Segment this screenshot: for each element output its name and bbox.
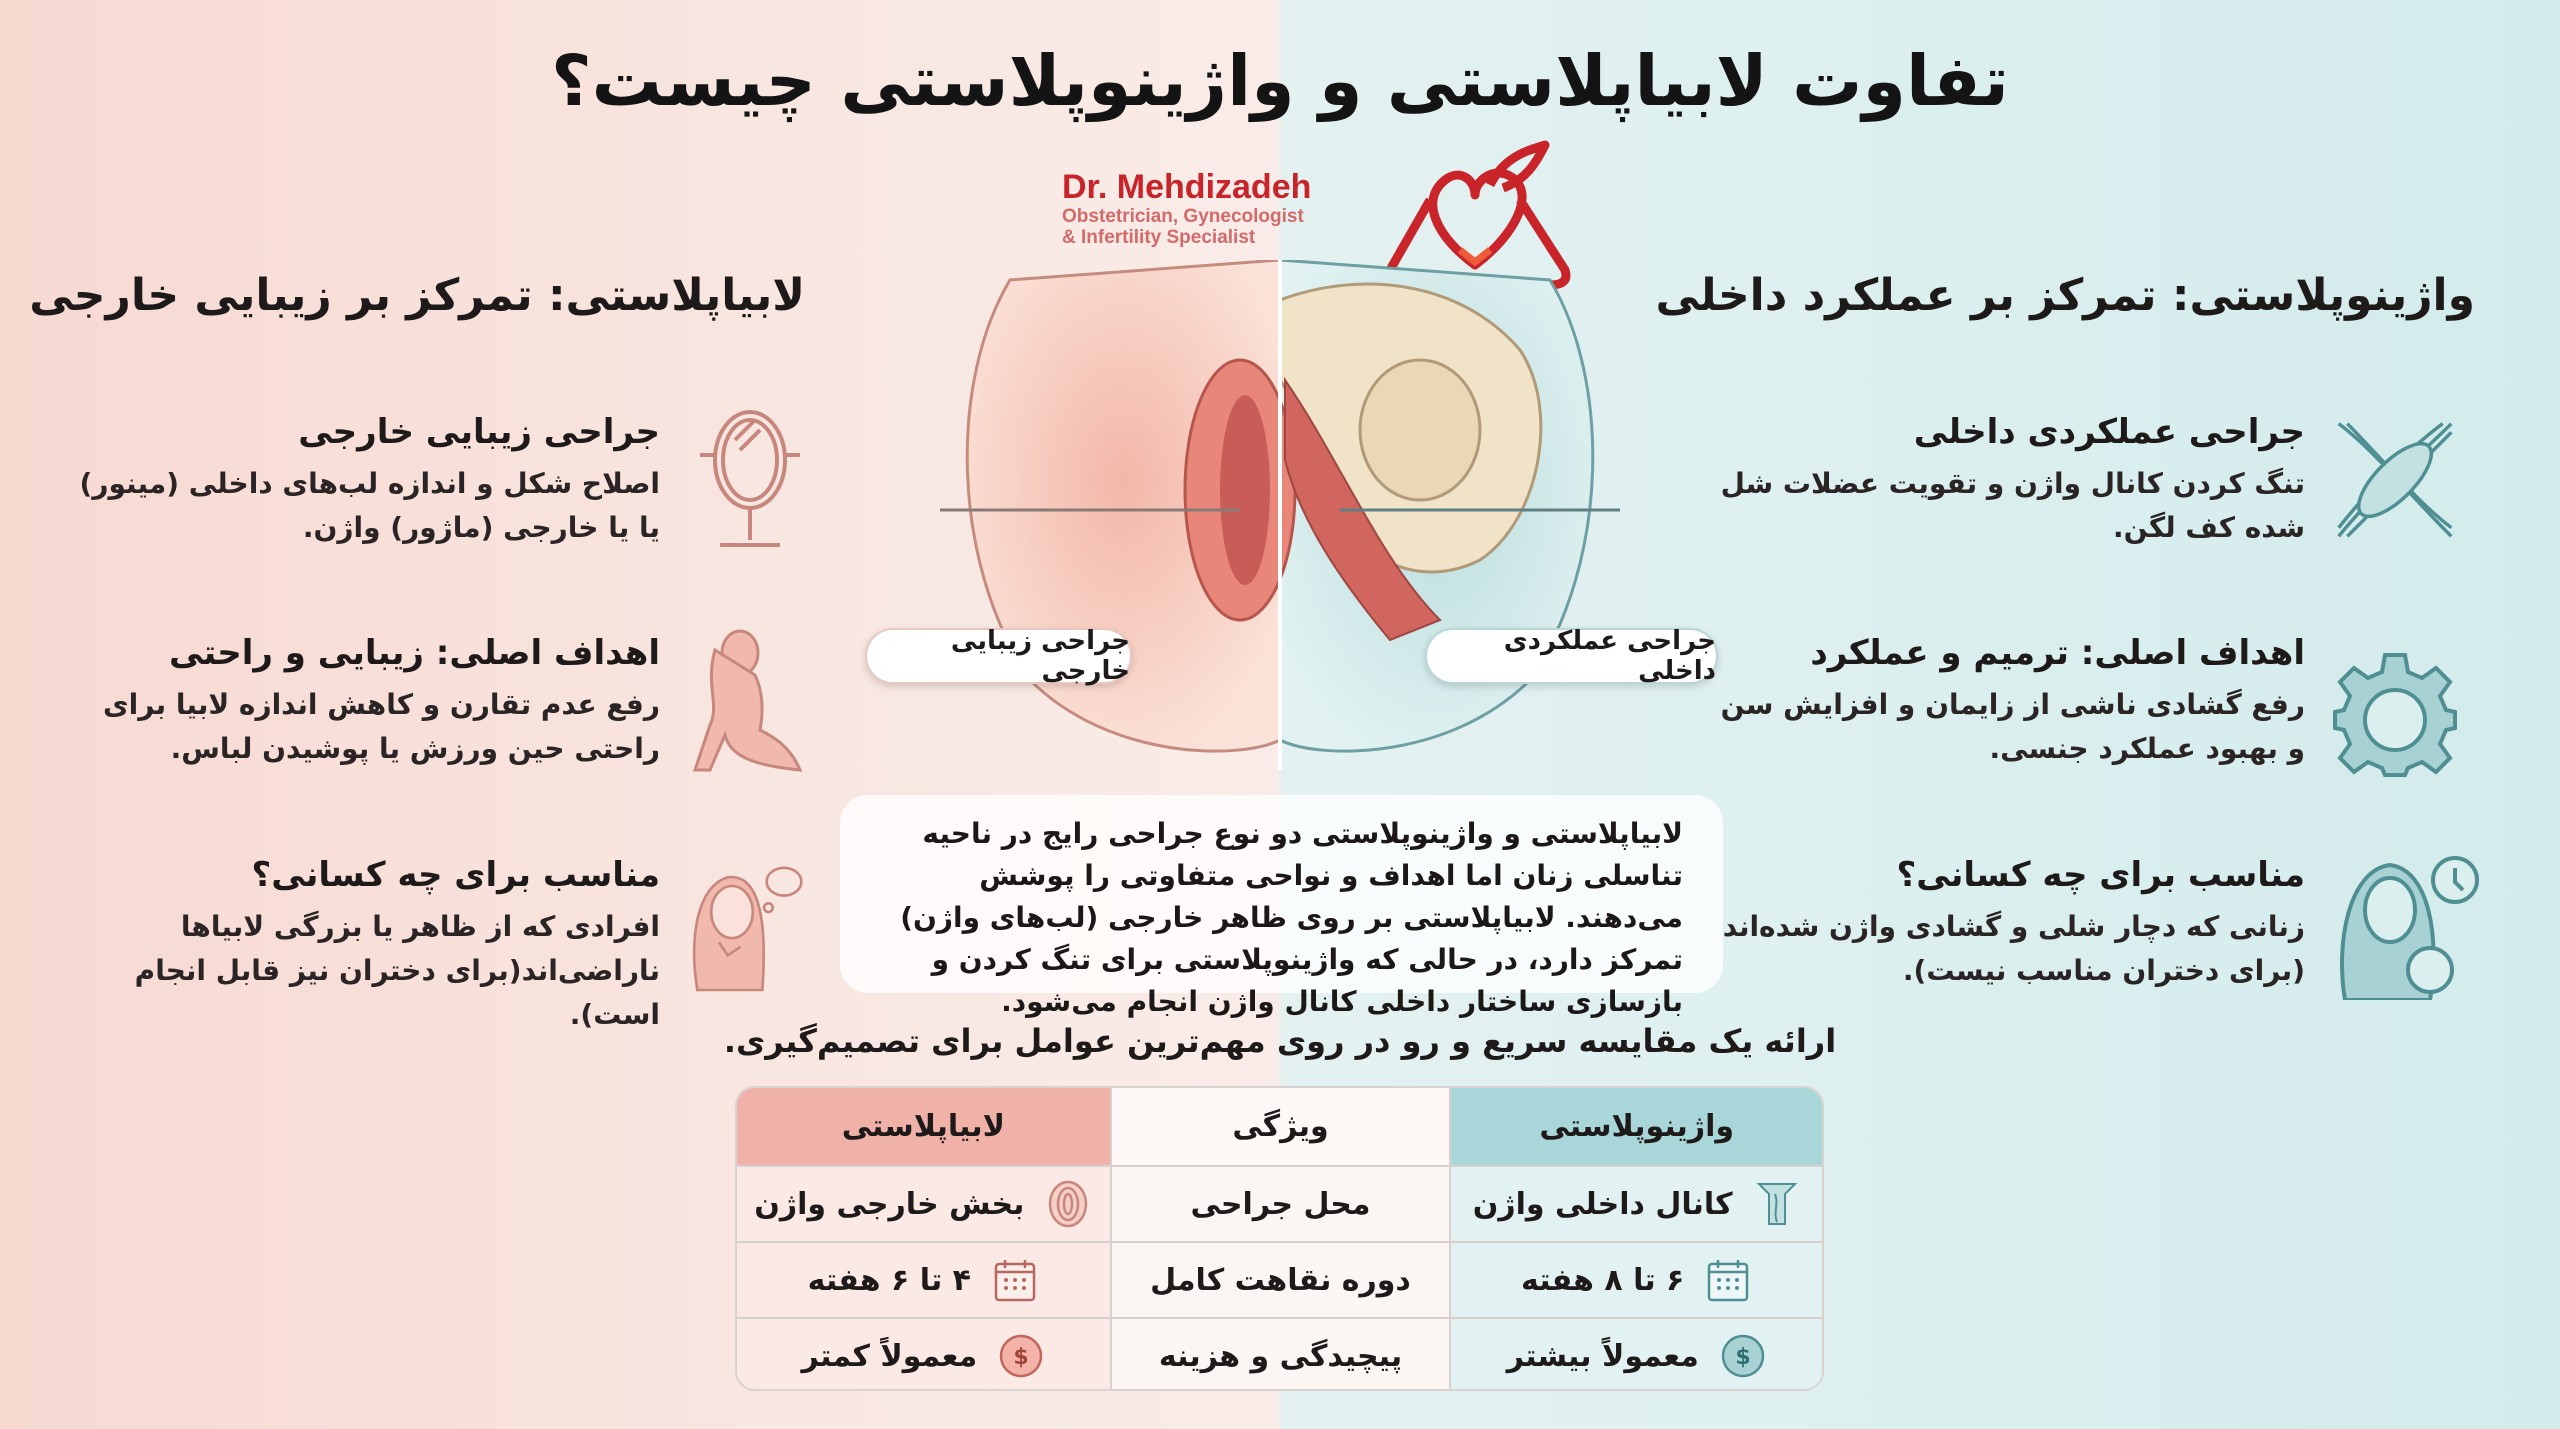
labiaplasty-item-3: مناسب برای چه کسانی؟ افرادی که از ظاهر ی… xyxy=(60,855,660,1037)
header-vaginoplasty: واژینوپلاستی xyxy=(1449,1088,1822,1165)
feature-recovery: دوره نقاهت کامل xyxy=(1109,1243,1450,1317)
item-text: زنانی که دچار شلی و گشادی واژن شده‌اند (… xyxy=(1722,910,2305,987)
logo: Dr. Mehdizadeh Obstetrician, Gynecologis… xyxy=(1062,168,1367,248)
item-title: جراحی زیبایی خارجی xyxy=(298,412,660,452)
feature-location: محل جراحی xyxy=(1109,1167,1450,1241)
item-text: رفع عدم تقارن و کاهش اندازه لابیا برای ر… xyxy=(102,688,660,765)
vaginoplasty-heading: واژینوپلاستی: تمرکز بر عملکرد داخلی xyxy=(1655,270,2475,321)
comparison-subtitle: ارائه یک مقایسه سریع و رو در روی مهم‌تری… xyxy=(723,1022,1837,1060)
item-title: مناسب برای چه کسانی؟ xyxy=(1896,855,2305,895)
table-header-row: واژینوپلاستی ویژگی لابیاپلاستی xyxy=(737,1088,1822,1165)
labiaplasty-cost: معمولاً کمتر xyxy=(801,1338,978,1374)
item-title: مناسب برای چه کسانی؟ xyxy=(251,855,660,895)
label-internal-functional-surgery: جراحی عملکردی داخلی xyxy=(1425,626,1718,686)
item-title: جراحی عملکردی داخلی xyxy=(1913,412,2305,452)
gear-icon xyxy=(2333,653,2457,777)
item-text: تنگ کردن کانال واژن و تقویت عضلات شل شده… xyxy=(1720,467,2305,544)
feature-cost: پیچیدگی و هزینه xyxy=(1109,1319,1450,1389)
labiaplasty-item-2: اهداف اصلی: زیبایی و راحتی رفع عدم تقارن… xyxy=(60,633,660,771)
svg-text:$: $ xyxy=(1735,1345,1750,1370)
calendar-icon xyxy=(1708,1260,1749,1302)
labia-icon xyxy=(1049,1180,1088,1228)
label-external-cosmetic-surgery: جراحی زیبایی خارجی xyxy=(865,626,1132,686)
page-title: تفاوت لابیاپلاستی و واژینوپلاستی چیست؟ xyxy=(551,40,2009,122)
svg-text:$: $ xyxy=(1014,1345,1029,1370)
item-text: اصلاح شکل و اندازه لب‌های داخلی (مینور) … xyxy=(79,467,660,544)
table-row: $ معمولاً بیشتر پیچیدگی و هزینه $ معمولا… xyxy=(737,1317,1822,1389)
item-text: افرادی که از ظاهر یا بزرگی لابیاها ناراض… xyxy=(134,910,660,1031)
vaginoplasty-item-3: مناسب برای چه کسانی؟ زنانی که دچار شلی و… xyxy=(1705,855,2305,993)
mirror-icon xyxy=(700,410,800,547)
vaginoplasty-item-1: جراحی عملکردی داخلی تنگ کردن کانال واژن … xyxy=(1705,412,2305,550)
dollar-coin-icon: $ xyxy=(999,1334,1043,1378)
vaginal-canal-icon xyxy=(1756,1183,1798,1225)
labiaplasty-heading: لابیاپلاستی: تمرکز بر زیبایی خارجی xyxy=(29,270,805,321)
item-title: اهداف اصلی: ترمیم و عملکرد xyxy=(1810,633,2305,673)
logo-name: Dr. Mehdizadeh xyxy=(1062,168,1312,206)
summary-box: لابیاپلاستی و واژینوپلاستی دو نوع جراحی … xyxy=(840,795,1723,1018)
mother-clock-icon xyxy=(2340,856,2479,1000)
logo-line-1: Obstetrician, Gynecologist xyxy=(1062,206,1304,227)
anatomy-illustration xyxy=(940,260,1620,770)
logo-line-2: & Infertility Specialist xyxy=(1062,227,1256,248)
seated-woman-icon xyxy=(692,629,803,772)
comparison-table: واژینوپلاستی ویژگی لابیاپلاستی کانال داخ… xyxy=(735,1086,1824,1391)
labiaplasty-location: بخش خارجی واژن xyxy=(754,1186,1025,1222)
labiaplasty-recovery: ۴ تا ۶ هفته xyxy=(807,1262,971,1298)
vaginoplasty-location: کانال داخلی واژن xyxy=(1472,1186,1733,1222)
labiaplasty-item-1: جراحی زیبایی خارجی اصلاح شکل و اندازه لب… xyxy=(60,412,660,550)
item-text: رفع گشادی ناشی از زایمان و افزایش سن و ب… xyxy=(1720,688,2305,765)
calendar-icon xyxy=(994,1260,1036,1302)
header-feature: ویژگی xyxy=(1109,1088,1450,1165)
dollar-coin-icon: $ xyxy=(1721,1334,1765,1378)
vaginoplasty-cost: معمولاً بیشتر xyxy=(1506,1338,1699,1374)
thinking-woman-icon xyxy=(692,866,803,992)
item-title: اهداف اصلی: زیبایی و راحتی xyxy=(168,633,660,673)
muscle-fibers-icon xyxy=(2337,422,2453,538)
vaginoplasty-recovery: ۶ تا ۸ هفته xyxy=(1521,1262,1685,1298)
table-row: کانال داخلی واژن محل جراحی بخش خارجی واژ… xyxy=(737,1165,1822,1241)
header-labiaplasty: لابیاپلاستی xyxy=(737,1088,1110,1165)
table-row: ۶ تا ۸ هفته دوره نقاهت کامل ۴ تا ۶ هفته xyxy=(737,1241,1822,1317)
vaginoplasty-item-2: اهداف اصلی: ترمیم و عملکرد رفع گشادی ناش… xyxy=(1705,633,2305,771)
